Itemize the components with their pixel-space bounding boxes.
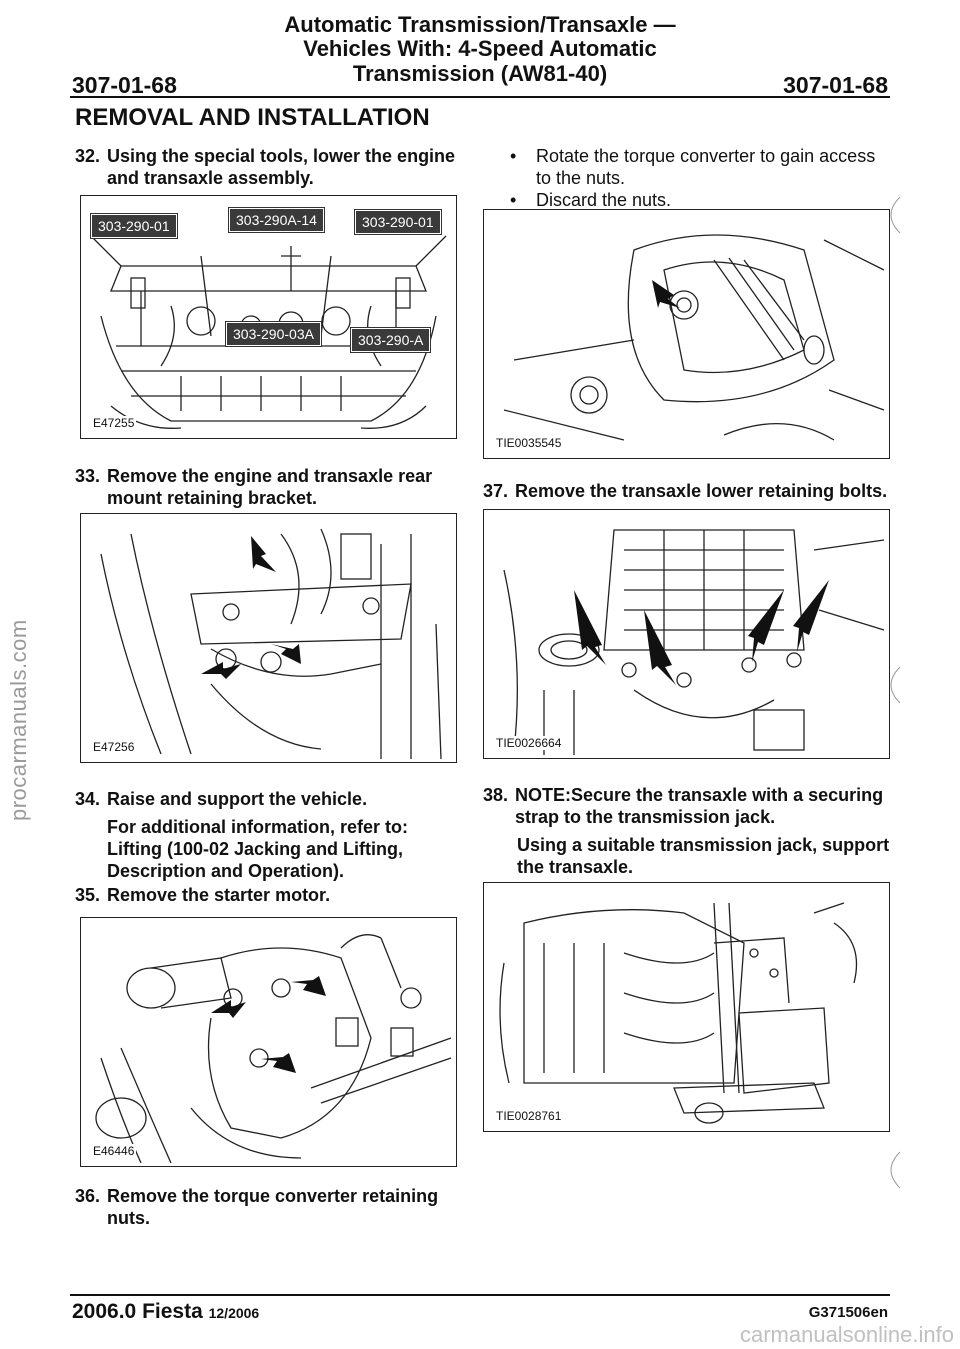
step-text: Remove the engine and transaxle rear mou… [107, 466, 433, 508]
bullet-dot: • [510, 146, 517, 166]
step-36: 36. Remove the torque converter retainin… [75, 1185, 475, 1229]
figure-starter-motor: E46446 [80, 917, 457, 1167]
step-38: 38. NOTE:Secure the transaxle with a sec… [483, 784, 893, 828]
bullet-text: Discard the nuts. [536, 190, 672, 210]
side-watermark: procarmanuals.com [6, 619, 31, 821]
scan-artifact [890, 666, 901, 704]
step-32: 32. Using the special tools, lower the e… [75, 145, 475, 189]
footer-rule [70, 1294, 890, 1296]
figure-lower-retaining-bolts: TIE0026664 [483, 509, 890, 759]
section-title: REMOVAL AND INSTALLATION [75, 104, 430, 131]
step-number: 37. [483, 481, 509, 501]
step-text: Remove the starter motor. [107, 885, 331, 905]
step-34-reference: For additional information, refer to: Li… [107, 817, 408, 881]
step-number: 34. [75, 789, 101, 809]
step-33: 33. Remove the engine and transaxle rear… [75, 465, 475, 509]
step-38-instruction: Using a suitable transmission jack, supp… [517, 835, 890, 877]
starter-motor-drawing [95, 934, 452, 1164]
tool-tag: 303-290-01 [354, 209, 442, 235]
footer-code: G371506en [808, 1304, 888, 1321]
step-number: 38. [483, 785, 509, 805]
bullet-rotate-converter: • Rotate the torque converter to gain ac… [510, 145, 890, 189]
step-37: 37. Remove the transaxle lower retaining… [483, 480, 893, 502]
step-text: NOTE:Secure the transaxle with a securin… [515, 785, 884, 827]
transmission-jack-drawing [499, 902, 858, 1124]
header-title-line1: Automatic Transmission/Transaxle — [284, 12, 676, 37]
header-title-line2: Vehicles With: 4-Speed Automatic [303, 36, 657, 61]
footer-model: 2006.0 Fiesta 12/2006 [72, 1300, 259, 1324]
bullet-discard-nuts: • Discard the nuts. [510, 189, 890, 211]
page-number-right: 307-01-68 [783, 72, 888, 98]
tool-tag: 303-290-01 [90, 213, 178, 239]
footer-model-name: 2006.0 Fiesta [72, 1300, 203, 1323]
transaxle-bolts-drawing [503, 529, 885, 755]
figure-id: E46446 [91, 1144, 137, 1158]
figure-transmission-jack: TIE0028761 [483, 882, 890, 1132]
scan-artifact [890, 1151, 901, 1189]
step-text: Remove the torque converter retaining nu… [107, 1186, 439, 1228]
step-number: 32. [75, 146, 101, 166]
figure-id: E47255 [91, 416, 137, 430]
figure-id: TIE0026664 [494, 736, 564, 750]
bullet-dot: • [510, 190, 517, 210]
figure-id: TIE0028761 [494, 1109, 564, 1123]
tool-tag: 303-290-03A [225, 321, 322, 347]
header-rule [70, 96, 890, 98]
figure-id: TIE0035545 [494, 436, 564, 450]
step-text: Using the special tools, lower the engin… [107, 146, 456, 188]
figure-lowering-tools: 303-290-01 303-290A-14 303-290-01 303-29… [80, 195, 457, 439]
page-number-left: 307-01-68 [72, 72, 177, 98]
step-number: 33. [75, 466, 101, 486]
torque-converter-drawing [503, 234, 885, 441]
step-number: 35. [75, 885, 101, 905]
scan-artifact [890, 196, 901, 234]
step-text: Remove the transaxle lower retaining bol… [515, 481, 888, 501]
step-text: Raise and support the vehicle. [107, 789, 368, 809]
tool-tag: 303-290-A [349, 327, 432, 353]
figure-torque-converter-nuts: TIE0035545 [483, 209, 890, 459]
footer-date: 12/2006 [208, 1305, 260, 1321]
step-34: 34. Raise and support the vehicle. [75, 788, 475, 810]
figure-id: E47256 [91, 740, 137, 754]
figure-rear-mount-bracket: E47256 [80, 513, 457, 763]
bullet-text: Rotate the torque converter to gain acce… [536, 146, 876, 188]
step-35: 35. Remove the starter motor. [75, 884, 475, 906]
step-number: 36. [75, 1186, 101, 1206]
bottom-watermark: carmanualsonline.info [739, 1322, 954, 1347]
header-title-line3: Transmission (AW81-40) [352, 61, 608, 86]
rear-mount-drawing [100, 528, 442, 760]
tool-tag: 303-290A-14 [228, 207, 325, 233]
